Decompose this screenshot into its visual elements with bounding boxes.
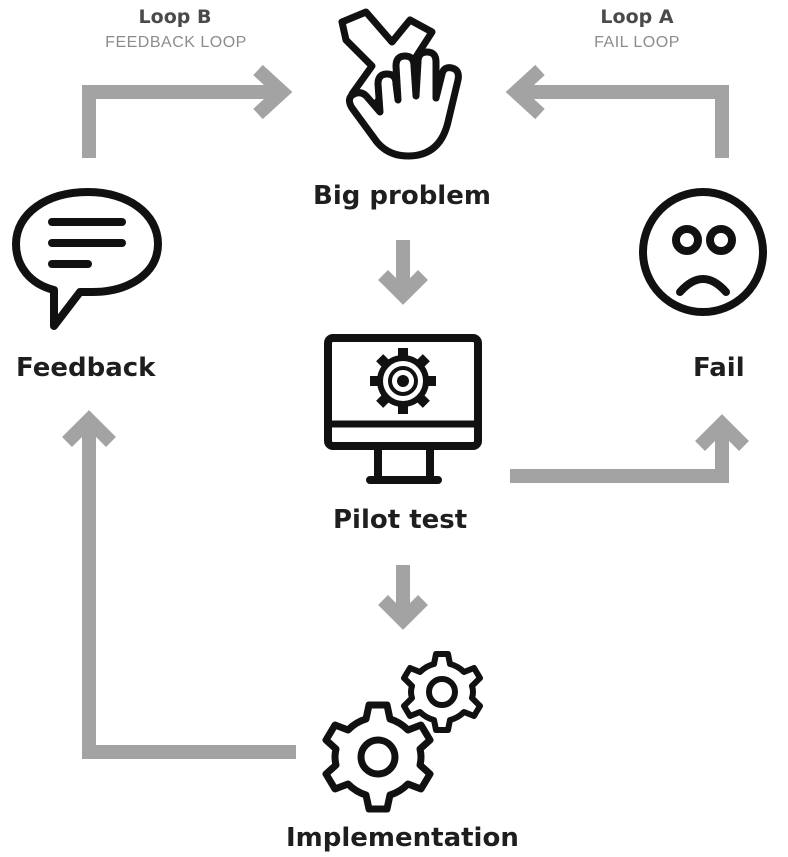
feedback-label: Feedback xyxy=(16,353,156,383)
speech-bubble-icon xyxy=(12,188,162,330)
arrow-down-to-pilot-test xyxy=(378,240,428,305)
implementation-label: Implementation xyxy=(286,823,519,853)
loop-a-title: Loop A xyxy=(600,6,674,28)
arrow-implementation-to-feedback xyxy=(62,410,296,759)
loop-a-arrow xyxy=(505,64,729,158)
sad-face-icon xyxy=(639,188,767,316)
arrow-down-to-implementation xyxy=(378,565,428,630)
pilot-test-label: Pilot test xyxy=(333,505,468,535)
monitor-gear-icon xyxy=(324,334,482,484)
loop-b-subtitle: FEEDBACK LOOP xyxy=(105,34,247,51)
loop-b-title: Loop B xyxy=(138,6,212,28)
fail-label: Fail xyxy=(693,353,745,383)
loop-b-arrow xyxy=(82,64,293,158)
gears-icon xyxy=(322,651,483,813)
cross-and-hand-icon xyxy=(338,8,462,160)
loop-a-subtitle: FAIL LOOP xyxy=(594,34,680,51)
big-problem-label: Big problem xyxy=(313,181,491,211)
arrow-pilot-test-to-fail xyxy=(510,414,749,483)
